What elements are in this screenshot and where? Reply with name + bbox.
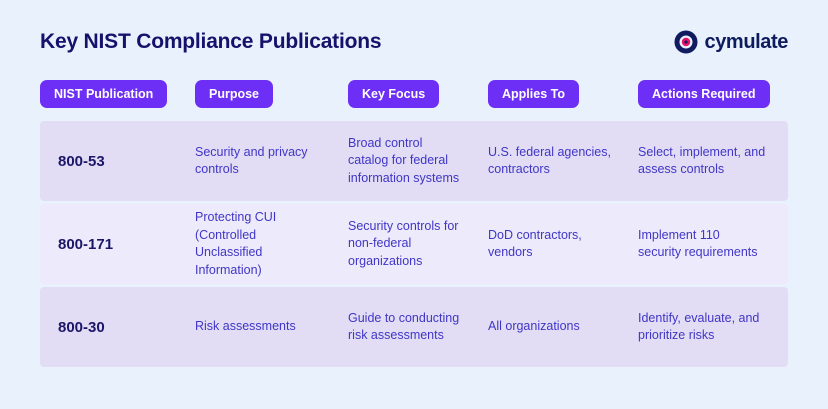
header: Key NIST Compliance Publications cymulat… (40, 30, 788, 54)
table-row-800-30: 800-30 Risk assessments Guide to conduct… (40, 287, 788, 367)
actions-required-cell: Implement 110 security requirements (638, 227, 758, 260)
purpose-cell: Security and privacy controls (195, 144, 308, 177)
publications-table: NIST Publication Purpose Key Focus Appli… (40, 80, 788, 367)
applies-to-cell: DoD contractors, vendors (488, 227, 582, 260)
table-header-row: NIST Publication Purpose Key Focus Appli… (40, 80, 788, 108)
table-row-800-171: 800-171 Protecting CUI (Controlled Uncla… (40, 204, 788, 284)
column-header-applies-to: Applies To (488, 80, 579, 108)
key-focus-cell: Guide to conducting risk assessments (348, 310, 460, 343)
purpose-cell: Risk assessments (195, 319, 296, 334)
key-focus-cell: Security controls for non-federal organi… (348, 218, 459, 268)
actions-required-cell: Select, implement, and assess controls (638, 144, 766, 177)
actions-required-cell: Identify, evaluate, and prioritize risks (638, 310, 760, 343)
table-row-800-53: 800-53 Security and privacy controls Bro… (40, 121, 788, 201)
column-header-key-focus: Key Focus (348, 80, 440, 108)
column-header-purpose: Purpose (195, 80, 274, 108)
applies-to-cell: U.S. federal agencies, contractors (488, 144, 611, 177)
cymulate-logo-icon (674, 30, 698, 54)
publication-cell: 800-53 (58, 152, 105, 170)
publication-cell: 800-30 (58, 318, 105, 336)
column-header-actions-required: Actions Required (638, 80, 770, 108)
cymulate-logo: cymulate (674, 30, 788, 54)
brand-name: cymulate (704, 30, 788, 53)
key-focus-cell: Broad control catalog for federal inform… (348, 135, 460, 185)
applies-to-cell: All organizations (488, 319, 580, 334)
purpose-cell: Protecting CUI (Controlled Unclassified … (195, 210, 277, 277)
page-title: Key NIST Compliance Publications (40, 30, 382, 53)
publication-cell: 800-171 (58, 235, 114, 253)
column-header-nist-publication: NIST Publication (40, 80, 168, 108)
